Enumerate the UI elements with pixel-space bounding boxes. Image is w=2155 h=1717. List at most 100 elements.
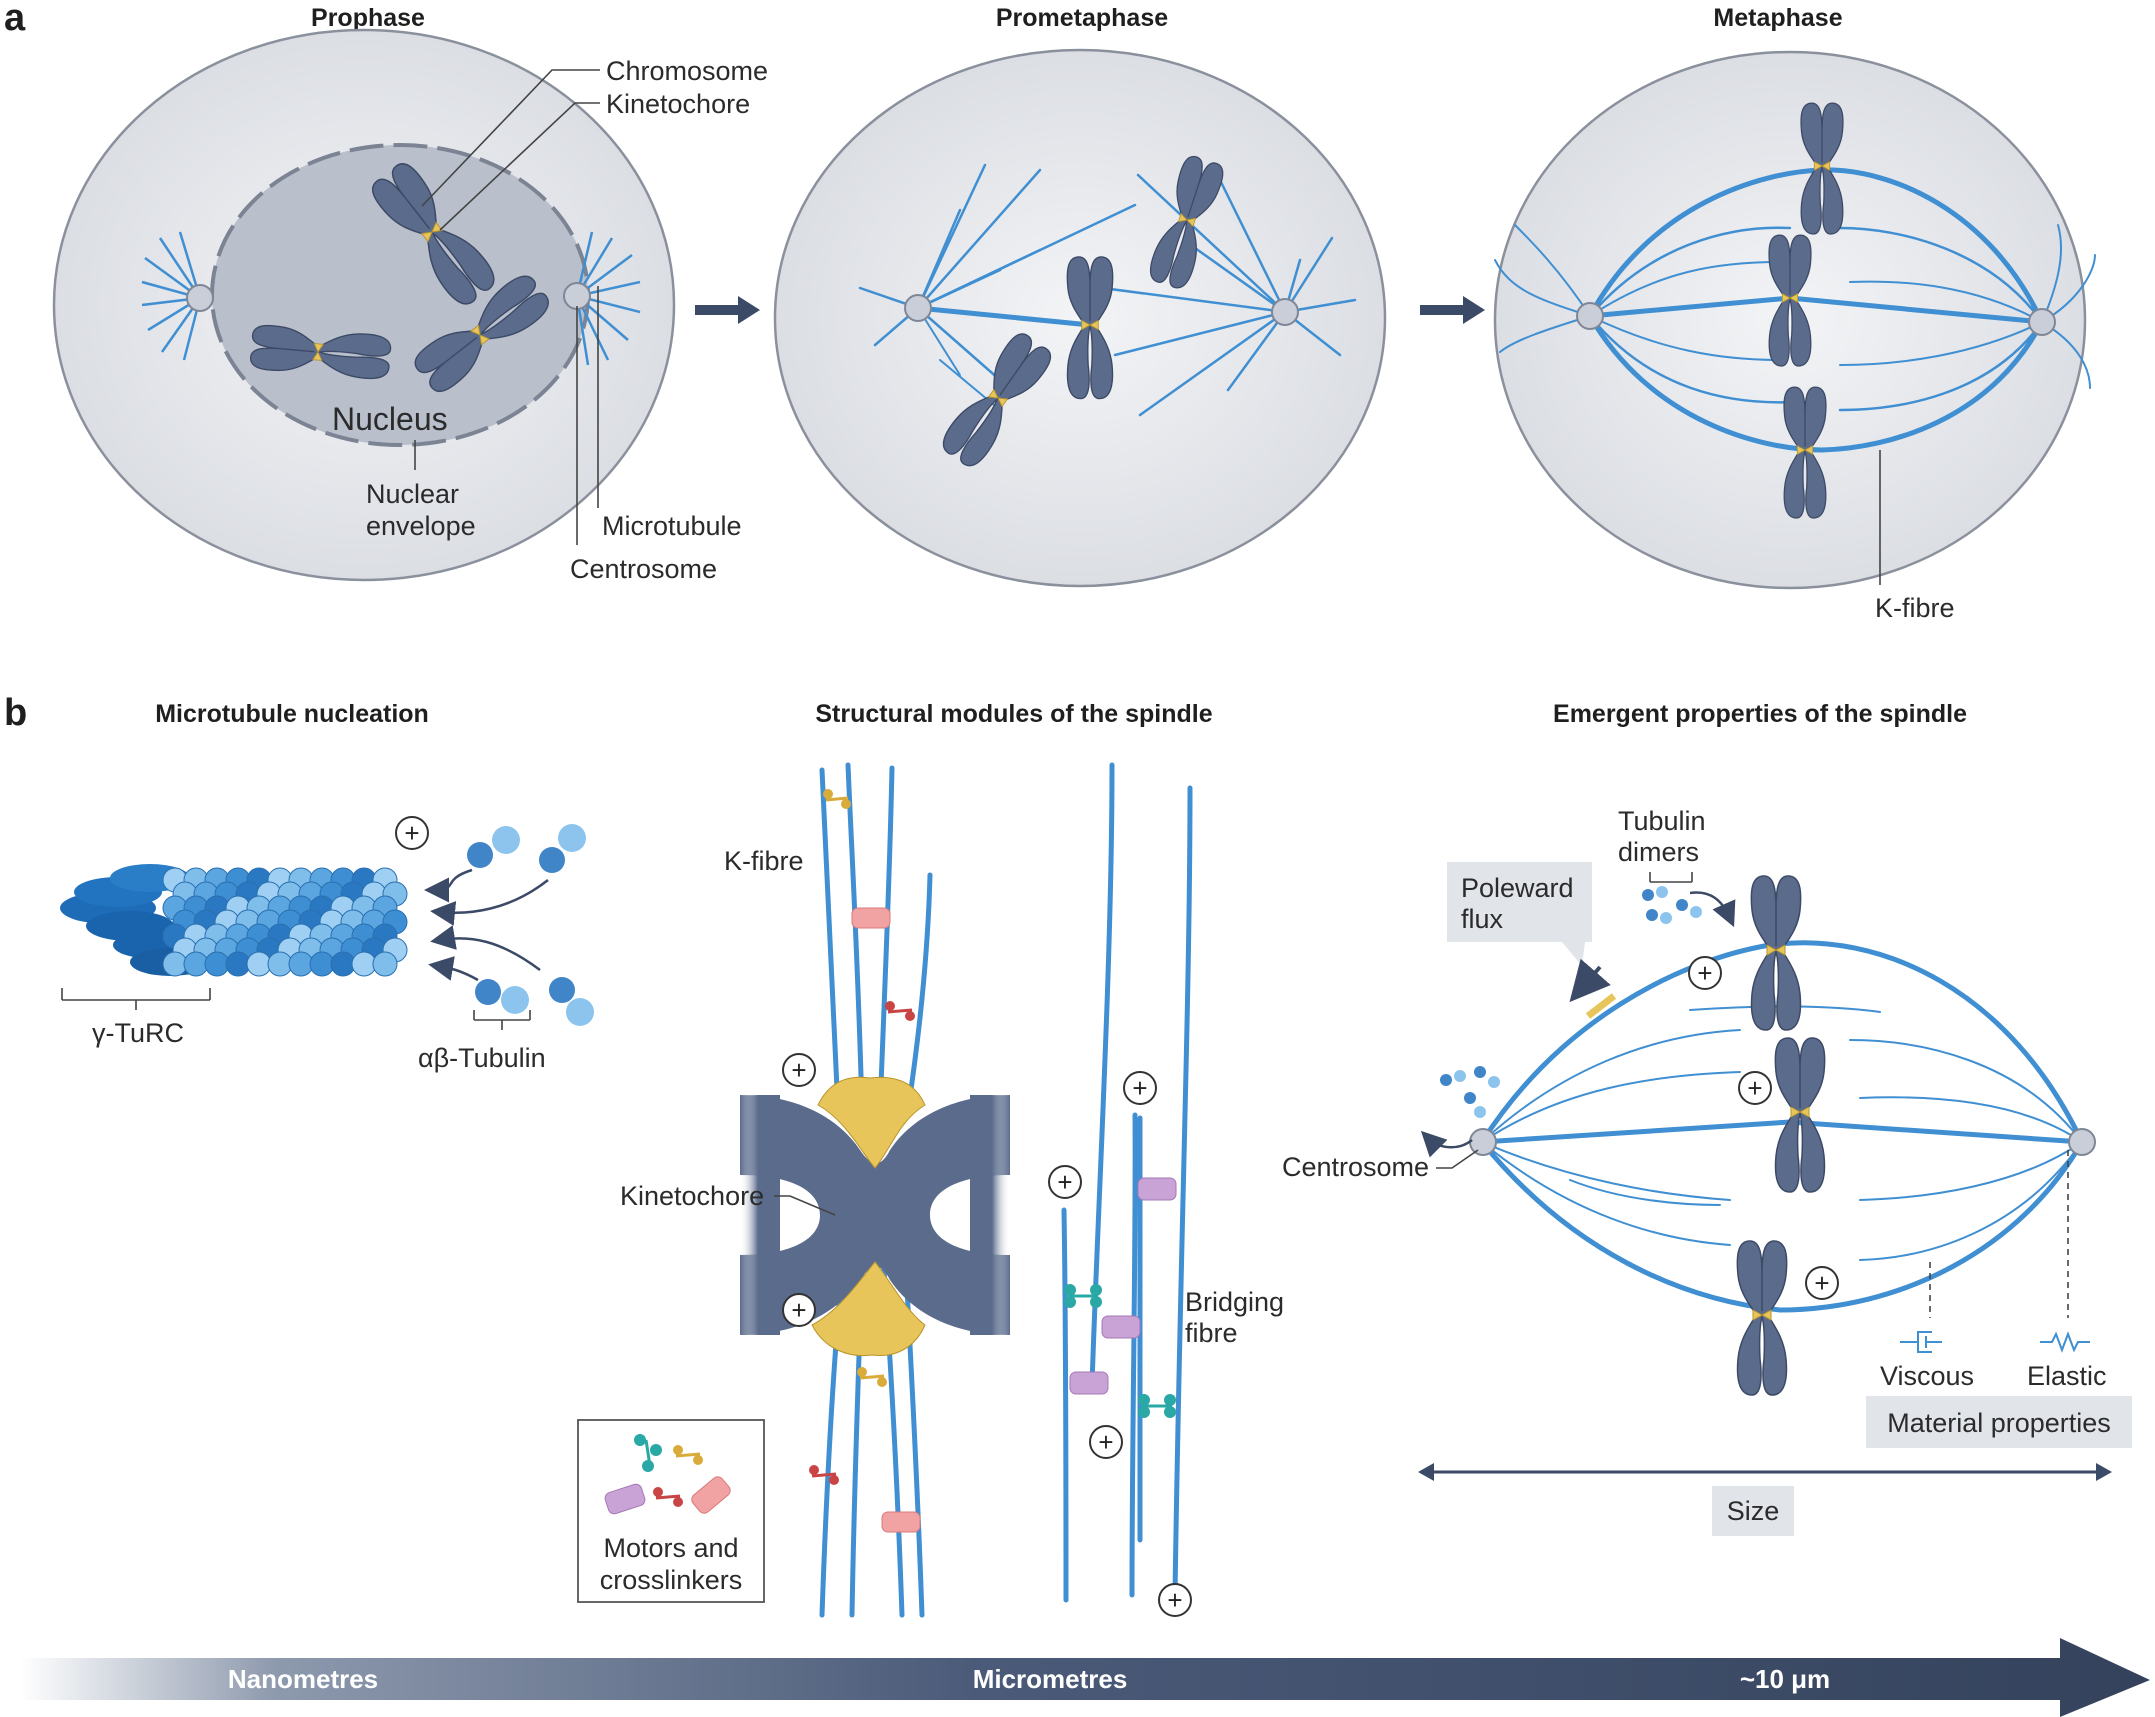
chromosome: [1736, 1240, 1788, 1396]
motor-protein-purple: [604, 1483, 646, 1515]
plus-end-marker: +: [1158, 1583, 1192, 1617]
tubulin-dimers-cluster: [1642, 886, 1702, 924]
tubulin-subunit: [246, 951, 272, 977]
title-microtubule-nucleation: Microtubule nucleation: [155, 700, 429, 728]
label-tubulin-dimers: dimers: [1618, 837, 1699, 867]
label-microtubule: Microtubule: [602, 511, 742, 541]
plus-end-marker: +: [782, 1053, 816, 1087]
label-nuclear-envelope: Nuclear: [366, 479, 459, 509]
stage-arrow: [695, 296, 760, 324]
plus-end-marker: +: [1738, 1071, 1772, 1105]
tubulin-subunit: [267, 951, 293, 977]
svg-text:+: +: [1132, 1073, 1147, 1103]
label-k-fibre-module: K-fibre: [724, 846, 804, 876]
label-k-fibre: K-fibre: [1875, 593, 1955, 623]
scale-label-micrometres: Micrometres: [973, 1664, 1128, 1694]
crosslinker-red: [809, 1465, 839, 1485]
plus-end-marker: +: [1089, 1425, 1123, 1459]
plus-end-marker: +: [1688, 956, 1722, 990]
svg-text:+: +: [1747, 1073, 1762, 1103]
plus-end-marker: +: [1805, 1266, 1839, 1300]
scale-label-10um: ~10 μm: [1740, 1664, 1830, 1694]
length-scale-arrow: [20, 1638, 2150, 1717]
title-structural-modules: Structural modules of the spindle: [815, 700, 1212, 728]
stage-title-prophase: Prophase: [311, 4, 425, 32]
crosslinker-red: [653, 1487, 683, 1507]
label-centrosome: Centrosome: [570, 554, 717, 584]
motor-protein-purple: [1069, 1371, 1109, 1395]
crosslinker-teal: [1064, 1284, 1102, 1308]
motors-legend-box: Motors and crosslinkers: [577, 1419, 765, 1603]
label-nucleus: Nucleus: [332, 401, 448, 437]
microtubule-lattice: [162, 867, 408, 977]
plus-end-marker: +: [1123, 1071, 1157, 1105]
panel-a-letter: a: [4, 0, 26, 39]
prophase-centrosome-left: [186, 284, 214, 312]
tubulin-subunit: [288, 951, 314, 977]
material-properties-box: [1866, 1396, 2132, 1448]
tubulin-subunit: [183, 951, 209, 977]
svg-text:+: +: [791, 1055, 806, 1085]
crosslinker-red: [885, 1001, 915, 1021]
svg-text:+: +: [1814, 1268, 1829, 1298]
label-bridging-fibre: fibre: [1185, 1318, 1238, 1348]
tubulin-subunit: [351, 951, 377, 977]
label-size: Size: [1727, 1496, 1780, 1526]
stage-title-metaphase: Metaphase: [1713, 4, 1842, 32]
label-ab-tubulin: αβ-Tubulin: [418, 1043, 546, 1073]
stage-arrow: [1420, 296, 1485, 324]
label-motors: Motors and: [603, 1533, 738, 1563]
label-centrosome-b: Centrosome: [1282, 1152, 1429, 1182]
label-tubulin-dimers: Tubulin: [1618, 806, 1706, 836]
motor-protein-pink: [881, 1511, 921, 1533]
motor-protein-pink: [851, 907, 891, 929]
chromosome: [1774, 1037, 1826, 1193]
crosslinker-yellow: [823, 789, 851, 809]
label-gamma-turc: γ-TuRC: [92, 1018, 184, 1048]
motor-protein-pink: [691, 1476, 731, 1514]
label-kinetochore-module: Kinetochore: [620, 1181, 764, 1211]
plus-end-marker: +: [395, 816, 429, 850]
poleward-flux-callout: Poleward flux: [1447, 862, 1592, 966]
crosslinker-teal: [634, 1434, 662, 1472]
svg-text:+: +: [404, 818, 419, 848]
svg-text:+: +: [1098, 1427, 1113, 1457]
label-chromosome: Chromosome: [606, 56, 768, 86]
label-kinetochore: Kinetochore: [606, 89, 750, 119]
released-tubulin-dimers: [1440, 1066, 1500, 1118]
tubulin-subunit: [330, 951, 356, 977]
label-material-properties: Material properties: [1887, 1408, 2111, 1438]
label-viscous: Viscous: [1880, 1361, 1974, 1391]
crosslinker-teal: [1138, 1394, 1176, 1418]
viscous-dashpot-icon: [1900, 1331, 1942, 1353]
motor-protein-purple: [1137, 1177, 1177, 1201]
label-bridging-fibre: Bridging: [1185, 1287, 1284, 1317]
chromosome-closeup: [740, 1076, 1010, 1357]
svg-text:+: +: [1697, 958, 1712, 988]
tubulin-subunit: [309, 951, 335, 977]
svg-text:+: +: [1167, 1585, 1182, 1615]
crosslinker-yellow: [857, 1367, 887, 1387]
prometaphase-cell: [773, 48, 1387, 588]
free-tubulin-dimers: [467, 824, 594, 1026]
size-double-arrow: [1418, 1463, 2112, 1481]
motor-protein-purple: [1101, 1315, 1141, 1339]
metaphase-cell: [1493, 50, 2096, 590]
scale-label-nanometres: Nanometres: [228, 1664, 378, 1694]
svg-text:+: +: [791, 1295, 806, 1325]
prometaphase-microtubules: [858, 163, 1357, 417]
size-box: [1712, 1486, 1794, 1536]
label-poleward-flux: flux: [1461, 904, 1504, 934]
panel-b-letter: b: [4, 692, 27, 734]
tubulin-subunit: [204, 951, 230, 977]
svg-text:+: +: [1057, 1167, 1072, 1197]
label-nuclear-envelope: envelope: [366, 511, 476, 541]
tubulin-subunit: [372, 951, 398, 977]
label-elastic: Elastic: [2027, 1361, 2107, 1391]
elastic-spring-icon: [2040, 1331, 2090, 1353]
prophase-centrosome-right: [563, 282, 591, 310]
label-poleward-flux: Poleward: [1461, 873, 1574, 903]
stage-title-prometaphase: Prometaphase: [996, 4, 1168, 32]
tubulin-subunit: [162, 951, 188, 977]
